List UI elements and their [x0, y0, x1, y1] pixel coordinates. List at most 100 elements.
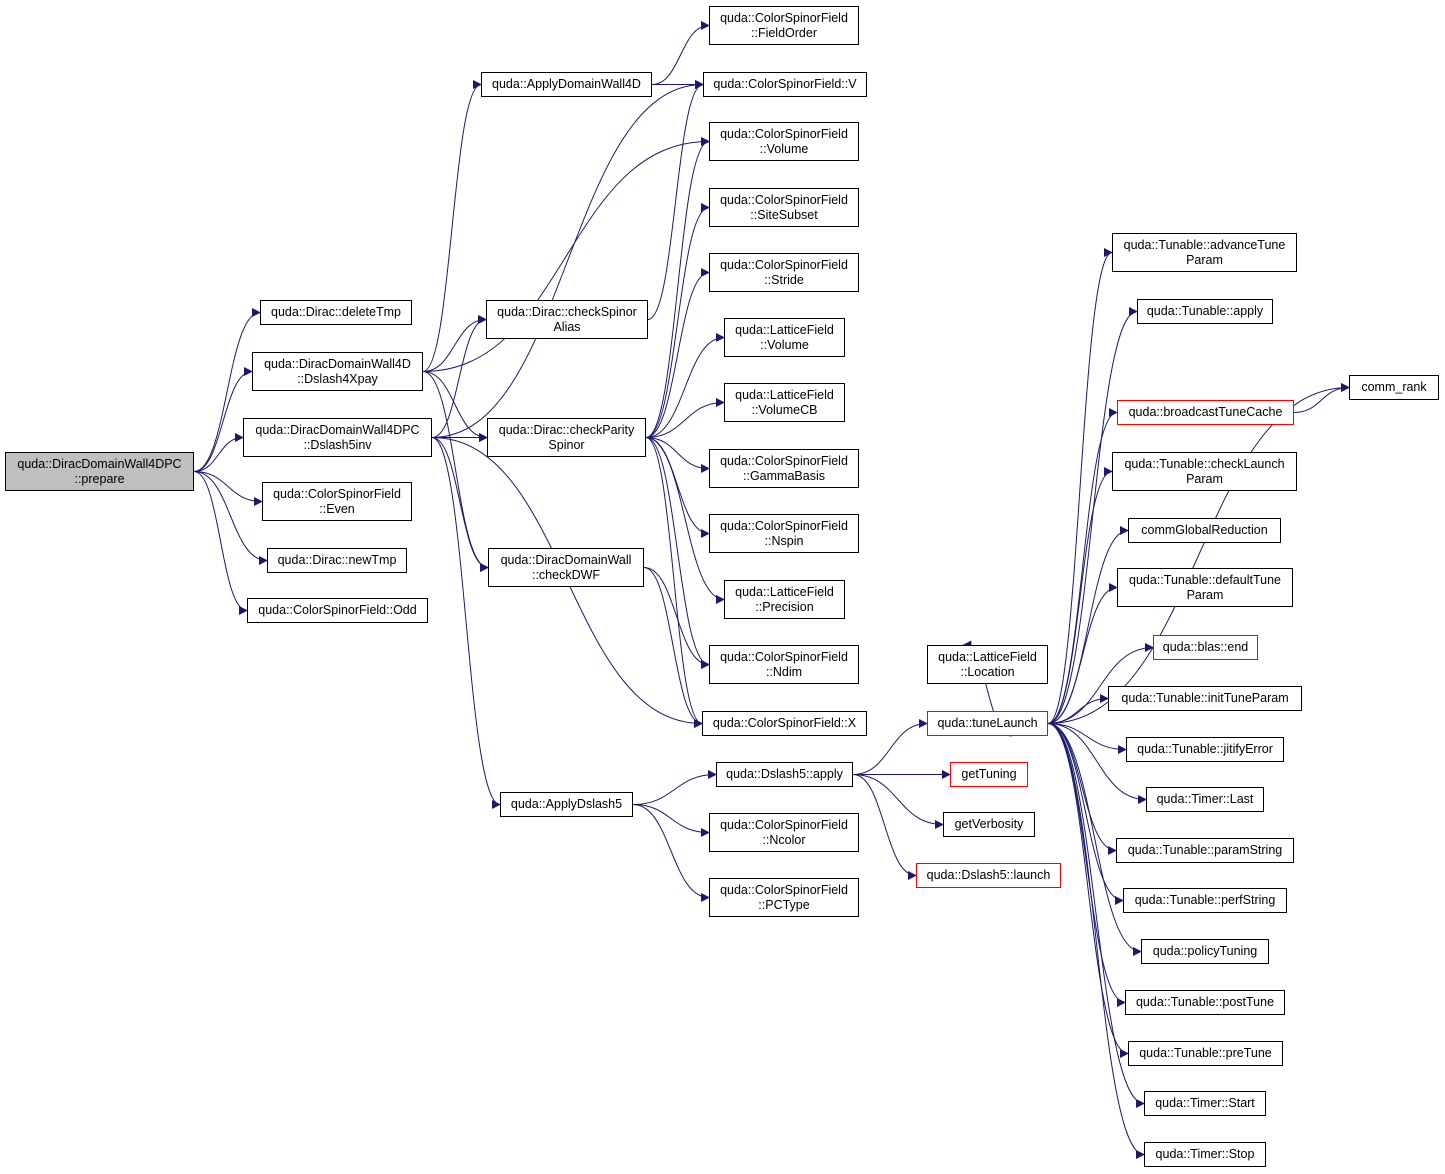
node-label: quda::ColorSpinorField::Odd	[258, 603, 417, 617]
node-stride[interactable]: quda::ColorSpinorField::Stride	[709, 253, 859, 292]
node-label: quda::ColorSpinorField	[273, 486, 401, 501]
node-precision[interactable]: quda::LatticeField::Precision	[724, 580, 845, 619]
node-label: quda::broadcastTuneCache	[1128, 405, 1283, 419]
node-blasEnd[interactable]: quda::blas::end	[1153, 635, 1258, 660]
edge-prepare-to-odd	[193, 471, 248, 615]
node-label: quda::ApplyDslash5	[510, 797, 623, 811]
node-gammaBasis[interactable]: quda::ColorSpinorField::GammaBasis	[709, 449, 859, 488]
edge-checkParitySpinor-to-gammaBasis	[645, 437, 710, 473]
node-ncolor[interactable]: quda::ColorSpinorField::Ncolor	[709, 813, 859, 852]
node-commRank[interactable]: comm_rank	[1349, 375, 1439, 400]
node-lfVolume[interactable]: quda::LatticeField::Volume	[724, 318, 845, 357]
node-label: quda::LatticeField	[735, 387, 834, 402]
node-label: ::Ncolor	[762, 832, 806, 847]
node-label: quda::DiracDomainWall4DPC	[17, 456, 182, 471]
edge-tuneLaunch-to-defaultTuneParam	[1047, 583, 1118, 724]
edge-prepare-to-dslash5inv	[193, 433, 244, 472]
node-broadcast[interactable]: quda::broadcastTuneCache	[1117, 400, 1294, 425]
node-d5launch[interactable]: quda::Dslash5::launch	[916, 863, 1061, 888]
node-label: quda::Tunable::initTuneParam	[1121, 691, 1289, 705]
node-nspin[interactable]: quda::ColorSpinorField::Nspin	[709, 514, 859, 553]
node-label: comm_rank	[1361, 380, 1427, 394]
edge-tuneLaunch-to-policyTuning	[1047, 723, 1142, 956]
edge-dslash4xpay-to-applyDW4D	[422, 80, 482, 372]
edge-applyDslash5-to-pcType	[632, 804, 710, 902]
edge-dslash5inv-to-checkSpinorAlias	[431, 315, 487, 438]
node-location[interactable]: quda::LatticeField::Location	[927, 645, 1048, 684]
node-label: quda::Dirac::deleteTmp	[271, 305, 401, 319]
node-label: ::Dslash5inv	[303, 437, 372, 452]
node-label: ::GammaBasis	[743, 468, 825, 483]
node-paramString[interactable]: quda::Tunable::paramString	[1116, 838, 1294, 863]
edge-checkDWF-to-csfX	[643, 567, 703, 728]
node-label: ::VolumeCB	[751, 402, 818, 417]
node-label: quda::Tunable::postTune	[1135, 995, 1275, 1009]
edge-checkParitySpinor-to-ndim	[645, 437, 710, 669]
node-ndim[interactable]: quda::ColorSpinorField::Ndim	[709, 645, 859, 684]
edge-tuneLaunch-to-preTune	[1047, 723, 1129, 1058]
node-label: quda::policyTuning	[1152, 944, 1258, 958]
edge-tuneLaunch-to-jitifyError	[1047, 723, 1127, 754]
node-label: quda::Tunable::apply	[1146, 304, 1264, 318]
node-timerStart[interactable]: quda::Timer::Start	[1144, 1091, 1266, 1116]
node-label: ::Location	[960, 664, 1015, 679]
node-label: quda::Dslash5::launch	[926, 868, 1051, 882]
edge-checkSpinorAlias-to-csfV	[647, 80, 704, 320]
node-label: quda::ColorSpinorField::X	[712, 716, 857, 730]
node-initTuneParam[interactable]: quda::Tunable::initTuneParam	[1108, 686, 1302, 711]
edge-tuneLaunch-to-timerStop	[1047, 723, 1145, 1159]
node-siteSubset[interactable]: quda::ColorSpinorField::SiteSubset	[709, 188, 859, 227]
edge-dslash5inv-to-csfV	[431, 80, 704, 438]
node-applyDslash5[interactable]: quda::ApplyDslash5	[500, 792, 633, 817]
edge-d5apply-to-tuneLaunch	[852, 719, 928, 775]
node-csfVolume[interactable]: quda::ColorSpinorField::Volume	[709, 122, 859, 161]
node-csfV[interactable]: quda::ColorSpinorField::V	[703, 72, 867, 97]
node-fieldOrder[interactable]: quda::ColorSpinorField::FieldOrder	[709, 6, 859, 45]
node-policyTuning[interactable]: quda::policyTuning	[1141, 939, 1269, 964]
node-label: ::checkDWF	[531, 567, 601, 582]
node-checkDWF[interactable]: quda::DiracDomainWall::checkDWF	[488, 548, 644, 587]
edge-d5apply-to-d5launch	[852, 774, 917, 880]
node-newTmp[interactable]: quda::Dirac::newTmp	[267, 548, 407, 573]
edge-checkDWF-to-ndim	[643, 567, 710, 669]
node-jitifyError[interactable]: quda::Tunable::jitifyError	[1126, 737, 1284, 762]
node-pcType[interactable]: quda::ColorSpinorField::PCType	[709, 878, 859, 917]
node-perfString[interactable]: quda::Tunable::perfString	[1123, 888, 1287, 913]
edge-broadcast-to-commRank	[1293, 383, 1350, 413]
node-label: Alias	[553, 319, 581, 334]
node-label: ::Ndim	[765, 664, 803, 679]
node-even[interactable]: quda::ColorSpinorField::Even	[262, 482, 412, 521]
node-label: quda::LatticeField	[735, 584, 834, 599]
node-getTuning[interactable]: getTuning	[950, 762, 1028, 787]
node-timerLast[interactable]: quda::Timer::Last	[1146, 787, 1264, 812]
edge-d5apply-to-getVerbosity	[852, 774, 944, 829]
node-commGlobalReduction[interactable]: commGlobalReduction	[1128, 518, 1281, 543]
edge-prepare-to-deleteTmp	[193, 308, 261, 472]
node-dslash5inv[interactable]: quda::DiracDomainWall4DPC::Dslash5inv	[243, 418, 432, 457]
node-label: quda::LatticeField	[735, 322, 834, 337]
node-postTune[interactable]: quda::Tunable::postTune	[1125, 990, 1285, 1015]
node-odd[interactable]: quda::ColorSpinorField::Odd	[247, 598, 428, 623]
node-preTune[interactable]: quda::Tunable::preTune	[1128, 1041, 1283, 1066]
node-label: quda::Dirac::newTmp	[277, 553, 397, 567]
node-label: quda::tuneLaunch	[937, 716, 1038, 730]
node-deleteTmp[interactable]: quda::Dirac::deleteTmp	[260, 300, 412, 325]
node-csfX[interactable]: quda::ColorSpinorField::X	[702, 711, 867, 736]
node-tuneLaunch[interactable]: quda::tuneLaunch	[927, 711, 1048, 736]
node-tApply[interactable]: quda::Tunable::apply	[1137, 299, 1273, 324]
node-lfVolumeCB[interactable]: quda::LatticeField::VolumeCB	[724, 383, 845, 422]
node-prepare[interactable]: quda::DiracDomainWall4DPC::prepare	[5, 452, 194, 491]
edge-dslash5inv-to-applyDslash5	[431, 437, 501, 809]
node-label: getVerbosity	[954, 817, 1024, 831]
node-d5apply[interactable]: quda::Dslash5::apply	[716, 762, 853, 787]
node-timerStop[interactable]: quda::Timer::Stop	[1144, 1142, 1266, 1167]
node-label: ::Precision	[755, 599, 814, 614]
node-applyDW4D[interactable]: quda::ApplyDomainWall4D	[481, 72, 652, 97]
node-getVerbosity[interactable]: getVerbosity	[943, 812, 1035, 837]
node-dslash4xpay[interactable]: quda::DiracDomainWall4D::Dslash4Xpay	[252, 352, 423, 391]
